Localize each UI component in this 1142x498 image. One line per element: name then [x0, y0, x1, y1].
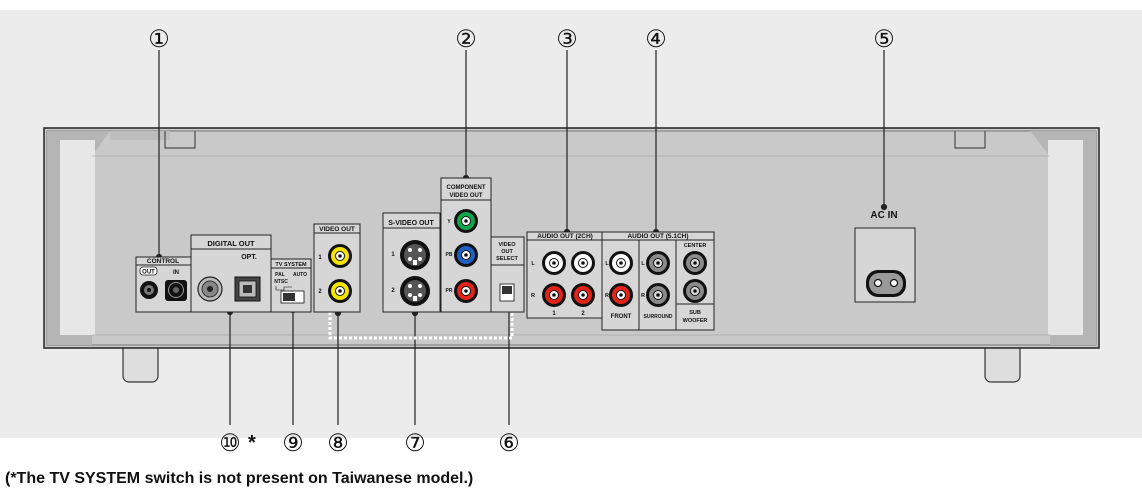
component-title-line1: COMPONENT: [447, 185, 486, 191]
control-out-jack: [140, 281, 158, 299]
video-select-line3: SELECT: [496, 256, 518, 262]
svideo-out-1-label: 1: [391, 252, 395, 258]
front-r-jack: [609, 283, 633, 307]
video-select-line1: VIDEO: [498, 242, 516, 248]
video-out-title: VIDEO OUT: [319, 226, 355, 233]
component-pr-label: PR: [446, 288, 453, 294]
audio2ch-r2-jack: [571, 283, 595, 307]
callout-4: ④: [645, 26, 667, 53]
front-l-jack: [609, 251, 633, 275]
audio51-title: AUDIO OUT (5.1CH): [627, 233, 688, 240]
audio2ch-l-label: L: [531, 261, 535, 267]
svideo-out-jack-2: [400, 276, 430, 306]
video-out-select-switch[interactable]: [499, 283, 515, 302]
svideo-out-2-label: 2: [391, 288, 395, 294]
video-out-2-label: 2: [318, 289, 322, 295]
video-out-select-section: VIDEO OUT SELECT: [490, 236, 525, 313]
component-pb-jack: [454, 243, 478, 267]
audio2ch-l1-jack: [542, 251, 566, 275]
subwoofer-jack: [683, 279, 707, 303]
svideo-out-title: S-VIDEO OUT: [388, 220, 434, 227]
tv-system-title: TV SYSTEM: [275, 262, 307, 268]
tv-system-section: TV SYSTEM PAL NTSC AUTO: [270, 258, 312, 313]
tv-system-ntsc-label: NTSC: [274, 279, 288, 285]
video-out-jack-1: [328, 244, 352, 268]
control-out-label: OUT: [142, 270, 155, 276]
callout-5: ⑤: [873, 26, 895, 53]
svideo-out-section: S-VIDEO OUT 1 2: [382, 212, 441, 313]
tv-system-switch[interactable]: [280, 290, 305, 304]
audio51-woofer-label: WOOFER: [683, 318, 708, 324]
audio51-surround-l-label: L: [641, 261, 645, 267]
component-y-jack: [454, 209, 478, 233]
callout-8: ⑧: [327, 430, 349, 457]
video-out-1-label: 1: [318, 255, 322, 261]
audio-out-2ch-section: AUDIO OUT (2CH) L R 1 2: [526, 231, 603, 319]
ac-in-section: AC IN: [854, 210, 916, 303]
component-pr-jack: [454, 279, 478, 303]
video-out-jack-2: [328, 279, 352, 303]
audio51-front-label: FRONT: [611, 314, 632, 320]
component-video-out-section: COMPONENT VIDEO OUT Y PB PR: [440, 177, 492, 313]
coaxial-jack: [197, 276, 223, 302]
center-jack: [683, 251, 707, 275]
audio51-surround-r-label: R: [641, 293, 645, 299]
ac-inlet: [866, 270, 906, 297]
audio2ch-1-label: 1: [552, 311, 556, 317]
video-out-section: VIDEO OUT 1 2: [313, 223, 361, 313]
video-select-line2: OUT: [501, 249, 513, 255]
component-y-label: Y: [447, 219, 451, 225]
surround-r-jack: [646, 283, 670, 307]
audio51-center-label: CENTER: [684, 243, 707, 249]
tv-system-auto-label: AUTO: [293, 272, 307, 278]
audio2ch-2-label: 2: [581, 311, 585, 317]
audio51-front-r-label: R: [605, 293, 609, 299]
control-in-label: IN: [173, 270, 179, 276]
callout-2: ②: [455, 26, 477, 53]
audio51-surround-label: SURROUND: [644, 314, 673, 320]
audio2ch-r-label: R: [531, 293, 535, 299]
audio51-front-l-label: L: [605, 261, 609, 267]
callout-1: ①: [148, 26, 170, 53]
surround-l-jack: [646, 251, 670, 275]
audio2ch-l2-jack: [571, 251, 595, 275]
callout-10: ⑩: [219, 430, 241, 457]
svideo-out-jack-1: [400, 240, 430, 270]
callout-6: ⑥: [498, 430, 520, 457]
callout-3: ③: [556, 26, 578, 53]
audio2ch-r1-jack: [542, 283, 566, 307]
component-title-line2: VIDEO OUT: [449, 193, 482, 199]
footnote: (*The TV SYSTEM switch is not present on…: [5, 470, 474, 487]
audio-out-51ch-section: AUDIO OUT (5.1CH) CENTER L R L R FRONT S…: [601, 231, 715, 331]
control-title: CONTROL: [147, 258, 179, 265]
callout-9: ⑨: [282, 430, 304, 457]
control-in-jack: [165, 280, 187, 301]
control-section: CONTROL OUT IN: [135, 256, 192, 313]
digital-out-title: DIGITAL OUT: [207, 239, 255, 248]
callout-7: ⑦: [404, 430, 426, 457]
digital-out-opt-label: OPT.: [241, 254, 257, 261]
callout-10-asterisk: *: [248, 432, 256, 454]
tv-system-pal-label: PAL: [275, 272, 285, 278]
ac-in-title: AC IN: [870, 210, 897, 221]
component-pb-label: PB: [446, 252, 453, 258]
optical-jack: [234, 276, 261, 302]
audio2ch-title: AUDIO OUT (2CH): [537, 233, 593, 240]
audio51-sub-label: SUB: [689, 310, 701, 316]
digital-out-section: DIGITAL OUT OPT.: [190, 234, 272, 313]
